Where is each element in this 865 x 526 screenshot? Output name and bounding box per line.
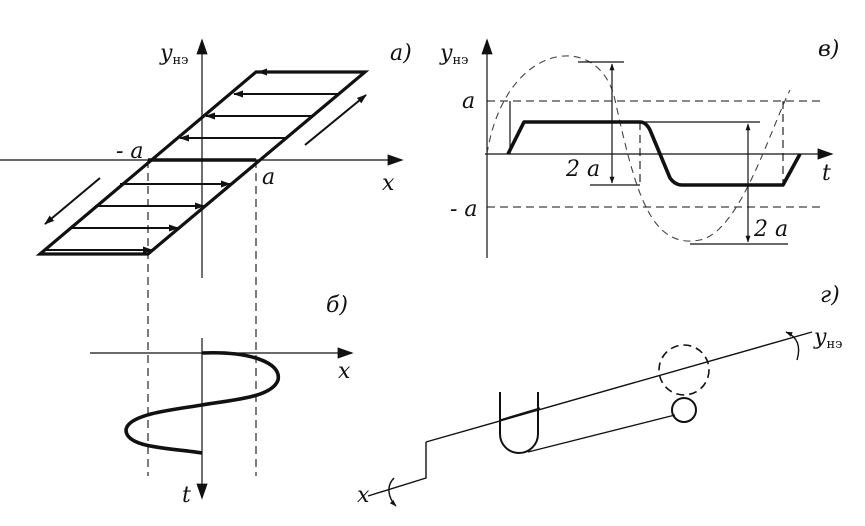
panel-v-a-label: a [462,89,475,114]
panel-a-tag: а) [390,41,412,66]
direction-arrow-down [44,177,101,225]
direction-arrow-up [304,94,367,146]
panel-v-t-label: t [822,161,831,186]
fork-link [499,407,541,421]
panel-a-y-label: yнэ [159,41,188,68]
panel-v: yнэ в) a - a t 2 a 2 a [439,37,839,258]
panel-b-t-label: t [182,483,191,508]
panel-g-x-label: x [357,483,370,508]
panel-a: yнэ а) - a a x [0,38,412,476]
output-rotation-arrow [785,331,800,361]
drive-rod [527,414,676,453]
input-sine-curve [124,350,280,455]
pin-circle-dashed [658,344,710,396]
input-shaft [367,442,427,497]
panel-g-tag: г) [820,283,840,308]
panel-b-tag: б) [326,293,348,318]
panel-a-neg-a-label: - a [116,139,144,164]
input-sine-dashed [486,55,791,242]
output-shaft [425,331,813,443]
panel-g-y-label: yнэ [813,325,842,352]
panel-v-2a-left-label: 2 a [565,157,600,182]
panel-a-x-label: x [382,171,395,196]
input-rotation-arrow [388,477,397,507]
panel-g: г) yнэ x [357,283,842,508]
panel-v-y-label: yнэ [439,41,468,68]
pin-circle [671,397,697,423]
panel-v-2a-right-label: 2 a [753,217,788,242]
panel-v-tag: в) [818,37,839,62]
panel-a-pos-a-label: a [262,165,275,190]
panel-b-x-label: x [338,359,351,384]
panel-b: б) x t [90,293,354,508]
fork [499,392,539,454]
panel-v-neg-a-label: - a [450,197,478,222]
